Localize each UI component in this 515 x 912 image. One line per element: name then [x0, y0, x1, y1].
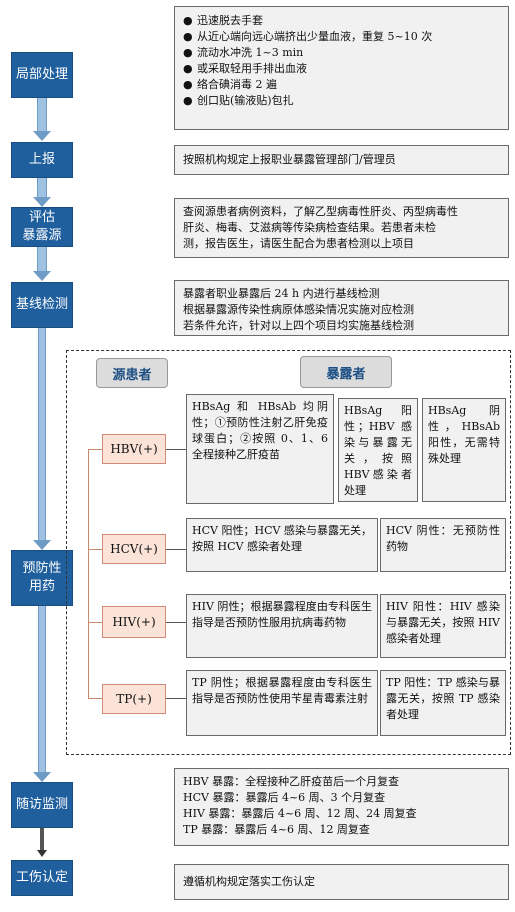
bullet-icon: ● — [183, 94, 193, 107]
arrow-head-icon — [33, 131, 51, 141]
stage-preventive-medication: 预防性 用药 — [11, 550, 73, 606]
baseline-line: 根据暴露源传染性病原体感染情况实施对应检测 — [183, 303, 414, 316]
stage-label: 上报 — [28, 152, 55, 167]
connector-tick — [88, 549, 102, 550]
stage-assess-source: 评估 暴露源 — [11, 207, 73, 247]
source-patient-header: 源患者 — [96, 358, 168, 388]
stage-label: 随访监测 — [15, 797, 68, 812]
pathogen-hcv: HCV(+) — [102, 534, 166, 564]
arrow-report-to-assess — [37, 178, 47, 199]
local-steps-box: ●迅速脱去手套 ●从近心端向远心端挤出少量血液，重复 5~10 次 ●流动水冲洗… — [174, 6, 509, 130]
injury-box: 遵循机构规定落实工伤认定 — [174, 864, 509, 900]
connector-tick — [88, 622, 102, 623]
hcv-cell-negative: HCV 阴性：无预防性药物 — [380, 518, 506, 572]
bullet-icon: ● — [183, 78, 193, 91]
list-item: ●流动水冲洗 1~3 min — [183, 46, 304, 59]
pathogen-tp: TP(+) — [102, 684, 166, 714]
row-connector — [166, 549, 186, 550]
arrow-head-icon — [37, 850, 47, 857]
report-box: 按照机构规定上报职业暴露管理部门/管理员 — [174, 145, 509, 175]
connector-tick — [88, 449, 102, 450]
hbv-cell-antibody: HBsAg 阴性，HBsAb 阳性，无需特殊处理 — [422, 398, 506, 502]
followup-line: HCV 暴露：暴露后 4~6 周、3 个月复查 — [183, 791, 386, 804]
bullet-icon: ● — [183, 46, 193, 59]
exposed-person-header: 暴露者 — [300, 356, 392, 388]
row-connector — [166, 449, 186, 450]
arrow-head-icon — [33, 540, 51, 550]
arrow-baseline-to-prevent — [38, 328, 46, 542]
stage-label-line: 评估 — [28, 210, 55, 225]
list-item: ●创口贴(输液贴)包扎 — [183, 94, 294, 107]
arrow-local-to-report — [37, 97, 47, 133]
row-connector — [166, 622, 186, 623]
list-item: ●迅速脱去手套 — [183, 14, 263, 27]
assess-line: 肝炎、梅毒、艾滋病等传染病检查结果。若患者未检 — [183, 221, 436, 234]
bullet-icon: ● — [183, 62, 193, 75]
stage-label: 基线检测 — [15, 297, 68, 312]
list-item: ●从近心端向远心端挤出少量血液，重复 5~10 次 — [183, 30, 433, 43]
arrow-head-icon — [33, 197, 51, 207]
followup-line: TP 暴露：暴露后 4~6 周、12 周复查 — [183, 823, 370, 836]
stage-report: 上报 — [11, 142, 73, 178]
row-connector — [166, 698, 186, 699]
stage-label-line: 用药 — [28, 579, 55, 594]
connector-tick — [88, 698, 102, 699]
stage-label: 局部处理 — [15, 67, 68, 82]
bullet-icon: ● — [183, 14, 193, 27]
arrow-assess-to-baseline — [37, 246, 47, 273]
arrow-followup-to-injury — [40, 828, 44, 852]
pathogen-hbv: HBV(+) — [102, 434, 166, 464]
list-item: ●络合碘消毒 2 遍 — [183, 78, 277, 91]
followup-line: HIV 暴露：暴露后 4~6 周、12 周、24 周复查 — [183, 807, 417, 820]
hiv-cell-negative: HIV 阴性；根据暴露程度由专科医生指导是否预防性服用抗病毒药物 — [186, 594, 378, 658]
followup-line: HBV 暴露：全程接种乙肝疫苗后一个月复查 — [183, 775, 400, 788]
baseline-line: 若条件允许，针对以上四个项目均实施基线检测 — [183, 319, 414, 332]
tp-cell-positive: TP 阳性：TP 感染与暴露无关，按照 TP 感染者处理 — [380, 670, 506, 736]
baseline-line: 暴露者职业暴露后 24 h 内进行基线检测 — [183, 287, 380, 300]
hcv-cell-positive: HCV 阳性；HCV 感染与暴露无关，按照 HCV 感染者处理 — [186, 518, 378, 572]
stage-label-line: 预防性 — [22, 561, 62, 576]
hiv-cell-positive: HIV 阳性：HIV 感染与暴露无关，按照 HIV 感染者处理 — [380, 594, 506, 658]
stage-local-processing: 局部处理 — [11, 52, 73, 98]
hbv-cell-negative: HBsAg 和 HBsAb 均阴性；①预防性注射乙肝免疫球蛋白；②按照 0、1、… — [186, 394, 334, 504]
tp-cell-negative: TP 阴性；根据暴露程度由专科医生指导是否预防性使用苄星青霉素注射 — [186, 670, 378, 736]
prevention-container — [66, 350, 511, 755]
pathogen-hiv: HIV(+) — [102, 606, 166, 638]
assess-line: 查阅源患者病例资料，了解乙型病毒性肝炎、丙型病毒性 — [183, 205, 458, 218]
hbv-cell-positive: HBsAg 阳性；HBV 感染与暴露无关，按照HBV感染者处理 — [338, 398, 418, 502]
arrow-prevent-to-followup — [38, 606, 46, 774]
stage-followup: 随访监测 — [11, 782, 73, 828]
stage-label: 工伤认定 — [15, 870, 68, 885]
followup-box: HBV 暴露：全程接种乙肝疫苗后一个月复查 HCV 暴露：暴露后 4~6 周、3… — [174, 768, 509, 846]
assess-box: 查阅源患者病例资料，了解乙型病毒性肝炎、丙型病毒性 肝炎、梅毒、艾滋病等传染病检… — [174, 198, 509, 258]
arrow-head-icon — [33, 772, 51, 782]
list-item: ●或采取轻用手排出血液 — [183, 62, 307, 75]
assess-line: 测，报告医生，请医生配合为患者检测以上项目 — [183, 237, 414, 250]
arrow-head-icon — [33, 271, 51, 281]
stage-baseline-test: 基线检测 — [11, 282, 73, 328]
stage-work-injury: 工伤认定 — [11, 860, 73, 896]
report-text: 按照机构规定上报职业暴露管理部门/管理员 — [183, 153, 396, 166]
injury-text: 遵循机构规定落实工伤认定 — [183, 875, 315, 888]
stage-label-line: 暴露源 — [22, 228, 62, 243]
pathogen-connector-line — [88, 449, 89, 698]
baseline-box: 暴露者职业暴露后 24 h 内进行基线检测 根据暴露源传染性病原体感染情况实施对… — [174, 280, 509, 336]
local-steps-list: ●迅速脱去手套 ●从近心端向远心端挤出少量血液，重复 5~10 次 ●流动水冲洗… — [183, 13, 500, 109]
bullet-icon: ● — [183, 30, 193, 43]
